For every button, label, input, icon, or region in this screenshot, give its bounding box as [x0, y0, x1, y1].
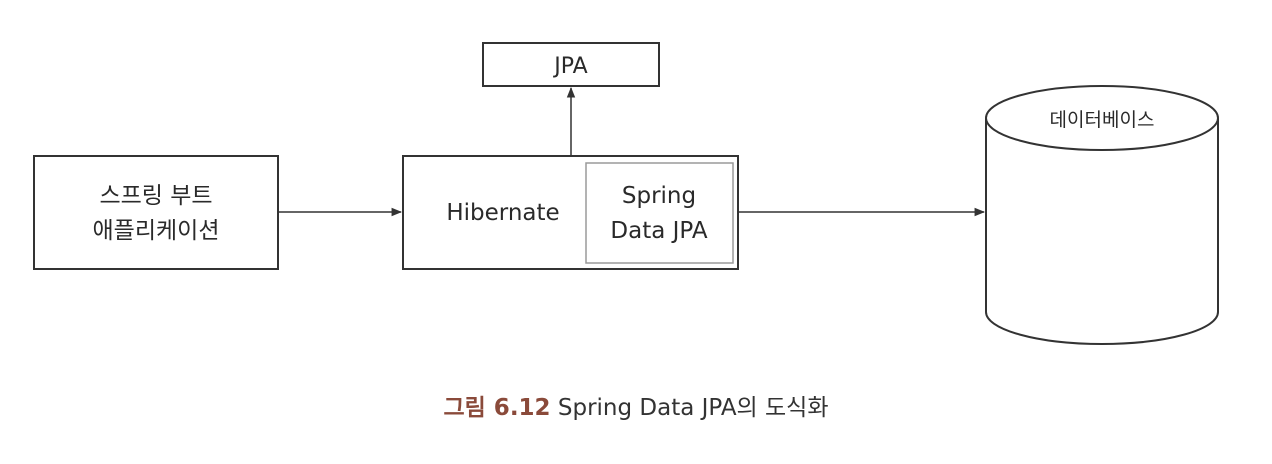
spring-data-jpa-line2: Data JPA [610, 218, 707, 244]
figure-caption: 그림 6.12 Spring Data JPA의 도식화 [0, 388, 1272, 422]
spring-boot-app-node: 스프링 부트 애플리케이션 [33, 155, 279, 270]
hibernate-label: Hibernate [446, 200, 559, 226]
jpa-label: JPA [552, 54, 587, 79]
figure-title: Spring Data JPA의 도식화 [557, 395, 829, 421]
spring-boot-app-line1: 스프링 부트 [99, 183, 212, 209]
jpa-node: JPA [482, 42, 660, 87]
database-label: 데이터베이스 [1050, 109, 1155, 131]
spring-data-jpa-line1: Spring [622, 183, 696, 209]
spring-data-jpa-node: Spring Data JPA [585, 162, 734, 264]
spring-boot-app-line2: 애플리케이션 [93, 218, 220, 244]
database-node: 데이터베이스 [985, 85, 1219, 345]
figure-number: 그림 6.12 [443, 395, 551, 421]
